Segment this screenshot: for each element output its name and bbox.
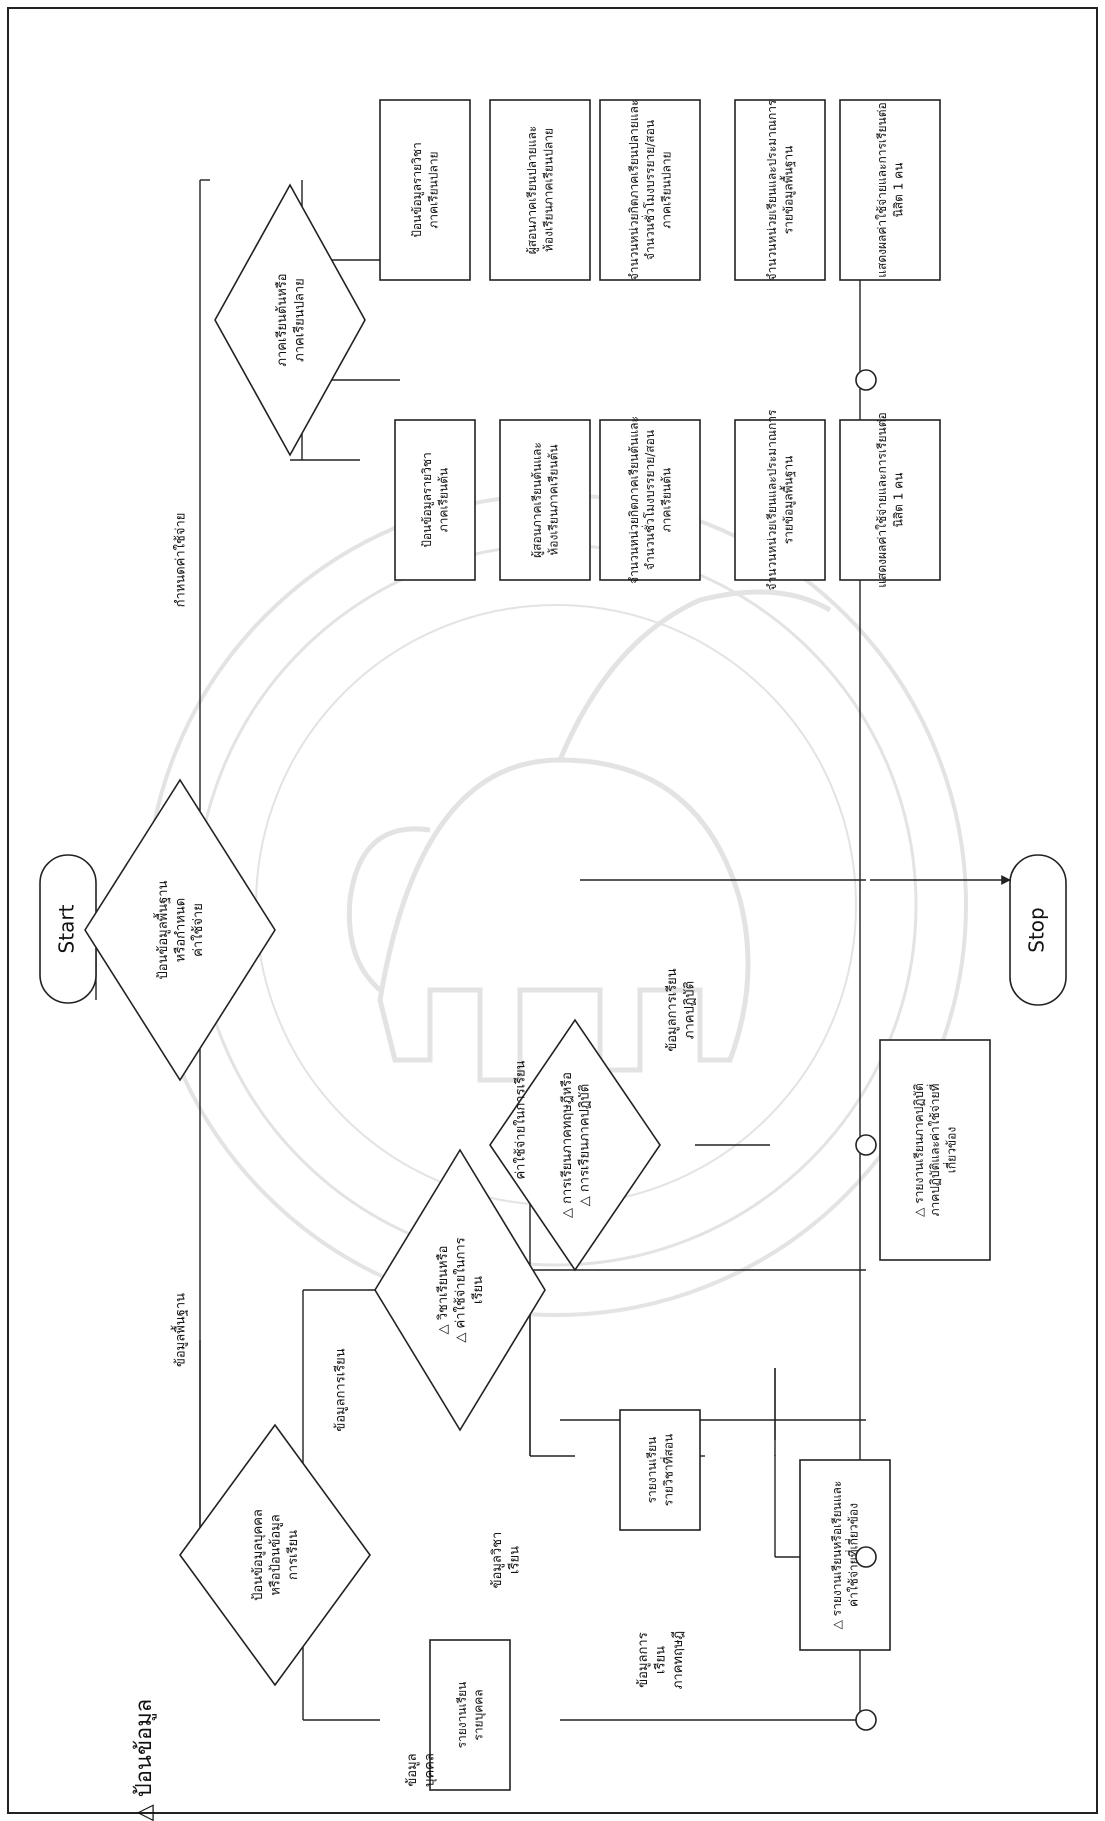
process-practice-fee-report-label: △ รายงานเรียนภาคปฏิบัติภาคปฏิบัติและค่าใ… bbox=[912, 1083, 958, 1217]
process-early-step-1: ป้อนข้อมูลรายวิชาภาคเรียนต้น bbox=[394, 419, 476, 581]
process-early-step-5-label: แสดงผลค่าใช้จ่ายและการเรียนต่อนิสิต 1 คน bbox=[875, 412, 905, 587]
process-late-step-5: แสดงผลค่าใช้จ่ายและการเรียนต่อนิสิต 1 คน bbox=[839, 99, 941, 281]
edge-label-practice-data: ข้อมูลการเรียนภาคปฏิบัติ bbox=[664, 968, 698, 1051]
decision-label: △ วิชาเรียนหรือ△ ค่าใช้จ่ายในการเรียน bbox=[435, 1237, 486, 1342]
process-early-step-3-label: จำนวนหน่วยกิตภาคเรียนต้นและจำนวนชั่วโมงบ… bbox=[627, 416, 673, 584]
edge-label-study-fee: ค่าใช้จ่ายในการเรียน bbox=[513, 1060, 529, 1179]
connector-personnel bbox=[855, 1709, 877, 1731]
connector-theory bbox=[855, 1546, 877, 1568]
input-data-label: △ ป้อนข้อมูล bbox=[132, 1699, 157, 1821]
stop-label: Stop bbox=[1025, 907, 1049, 952]
decision-main: ป้อนข้อมูลพื้นฐานหรือกำหนดค่าใช้จ่าย bbox=[84, 778, 276, 1082]
edge-label-study-data: ข้อมูลการเรียน bbox=[333, 1348, 349, 1431]
process-early-step-4-label: จำนวนหน่วยเรียนและประมาณการรายข้อมูลพื้น… bbox=[765, 409, 796, 590]
decision-midterm-or-final: ภาคเรียนต้นหรือภาคเรียนปลาย bbox=[214, 183, 366, 457]
process-theory-fee-report: △ รายงานเรียนหรือเรียนและค่าใช้จ่ายที่เก… bbox=[799, 1459, 891, 1651]
connector-early bbox=[855, 369, 877, 391]
process-early-step-5: แสดงผลค่าใช้จ่ายและการเรียนต่อนิสิต 1 คน bbox=[839, 412, 941, 588]
process-theory-fee-report-label: △ รายงานเรียนหรือเรียนและค่าใช้จ่ายที่เก… bbox=[830, 1481, 860, 1630]
edge-label-course-data: ข้อมูลวิชาเรียน bbox=[490, 1532, 523, 1589]
process-early-step-3: จำนวนหน่วยกิตภาคเรียนต้นและจำนวนชั่วโมงบ… bbox=[599, 416, 701, 584]
decision-theory-or-practice: △ การเรียนภาคทฤษฎีหรือ△ การเรียนภาคปฏิบั… bbox=[489, 1018, 661, 1272]
edge-label-basic-data: ข้อมูลพื้นฐาน bbox=[171, 1293, 189, 1367]
decision-label: ป้อนข้อมูลบุคคลหรือป้อนข้อมูลการเรียน bbox=[251, 1509, 301, 1601]
decision-label: ภาคเรียนต้นหรือภาคเรียนปลาย bbox=[274, 273, 308, 366]
process-late-step-2: ผู้สอนภาคเรียนปลายและห้องเรียนภาคเรียนปล… bbox=[489, 99, 591, 281]
process-late-step-2-label: ผู้สอนภาคเรียนปลายและห้องเรียนภาคเรียนปล… bbox=[525, 126, 555, 255]
process-late-step-5-label: แสดงผลค่าใช้จ่ายและการเรียนต่อนิสิต 1 คน bbox=[875, 102, 905, 277]
page-frame bbox=[7, 7, 1098, 1814]
process-personnel-report-label: รายงานเรียนรายบุคคล bbox=[455, 1682, 486, 1749]
start-label: Start bbox=[55, 904, 79, 953]
decision-label: △ การเรียนภาคทฤษฎีหรือ△ การเรียนภาคปฏิบั… bbox=[559, 1072, 593, 1218]
decision-study-or-fee: △ วิชาเรียนหรือ△ ค่าใช้จ่ายในการเรียน bbox=[374, 1148, 546, 1432]
process-practice-fee-report: △ รายงานเรียนภาคปฏิบัติภาคปฏิบัติและค่าใ… bbox=[879, 1039, 991, 1261]
edge-label-expenses: กำหนดค่าใช้จ่าย bbox=[173, 513, 189, 608]
process-late-step-1: ป้อนข้อมูลรายวิชาภาคเรียนปลาย bbox=[379, 99, 471, 281]
connector-practice bbox=[855, 1134, 877, 1156]
process-early-step-2-label: ผู้สอนภาคเรียนต้นและห้องเรียนภาคเรียนต้น bbox=[530, 442, 560, 558]
decision-label: ป้อนข้อมูลพื้นฐานหรือกำหนดค่าใช้จ่าย bbox=[153, 880, 206, 979]
process-late-step-4: จำนวนหน่วยเรียนและประมาณการรายข้อมูลพื้น… bbox=[734, 99, 826, 281]
processes: รายงานเรียนรายบุคคล รายงานเรียนรายวิชาที่… bbox=[379, 99, 991, 1791]
process-early-step-4: จำนวนหน่วยเรียนและประมาณการรายข้อมูลพื้น… bbox=[734, 409, 826, 590]
process-personnel-report: รายงานเรียนรายบุคคล bbox=[429, 1639, 511, 1791]
edge-label-personnel-data: ข้อมูลบุคคล bbox=[405, 1753, 438, 1787]
process-early-step-1-label: ป้อนข้อมูลรายวิชาภาคเรียนต้น bbox=[420, 452, 450, 548]
process-late-step-3-label: จำนวนหน่วยกิตภาคเรียนปลายและจำนวนชั่วโมง… bbox=[627, 100, 673, 281]
connectors bbox=[855, 369, 877, 1731]
process-late-step-1-label: ป้อนข้อมูลรายวิชาภาคเรียนปลาย bbox=[410, 142, 440, 238]
edge-labels: ข้อมูลพื้นฐาน กำหนดค่าใช้จ่ายข้อมูลการเรี… bbox=[171, 513, 698, 1787]
stop-terminal: Stop bbox=[1009, 854, 1067, 1006]
process-course-report: รายงานเรียนรายวิชาที่สอน bbox=[619, 1409, 701, 1531]
process-course-report-label: รายงานเรียนรายวิชาที่สอน bbox=[645, 1434, 675, 1506]
process-late-step-3: จำนวนหน่วยกิตภาคเรียนปลายและจำนวนชั่วโมง… bbox=[599, 99, 701, 281]
decision-personnel-or-study: ป้อนข้อมูลบุคคลหรือป้อนข้อมูลการเรียน bbox=[179, 1423, 371, 1687]
edge-label-theory-data: ข้อมูลการเรียนภาคทฤษฎี bbox=[636, 1631, 686, 1689]
decisions: ป้อนข้อมูลพื้นฐานหรือกำหนดค่าใช้จ่ายป้อน… bbox=[84, 183, 661, 1687]
process-early-step-2: ผู้สอนภาคเรียนต้นและห้องเรียนภาคเรียนต้น bbox=[499, 419, 591, 581]
process-late-step-4-label: จำนวนหน่วยเรียนและประมาณการรายข้อมูลพื้น… bbox=[765, 99, 796, 280]
